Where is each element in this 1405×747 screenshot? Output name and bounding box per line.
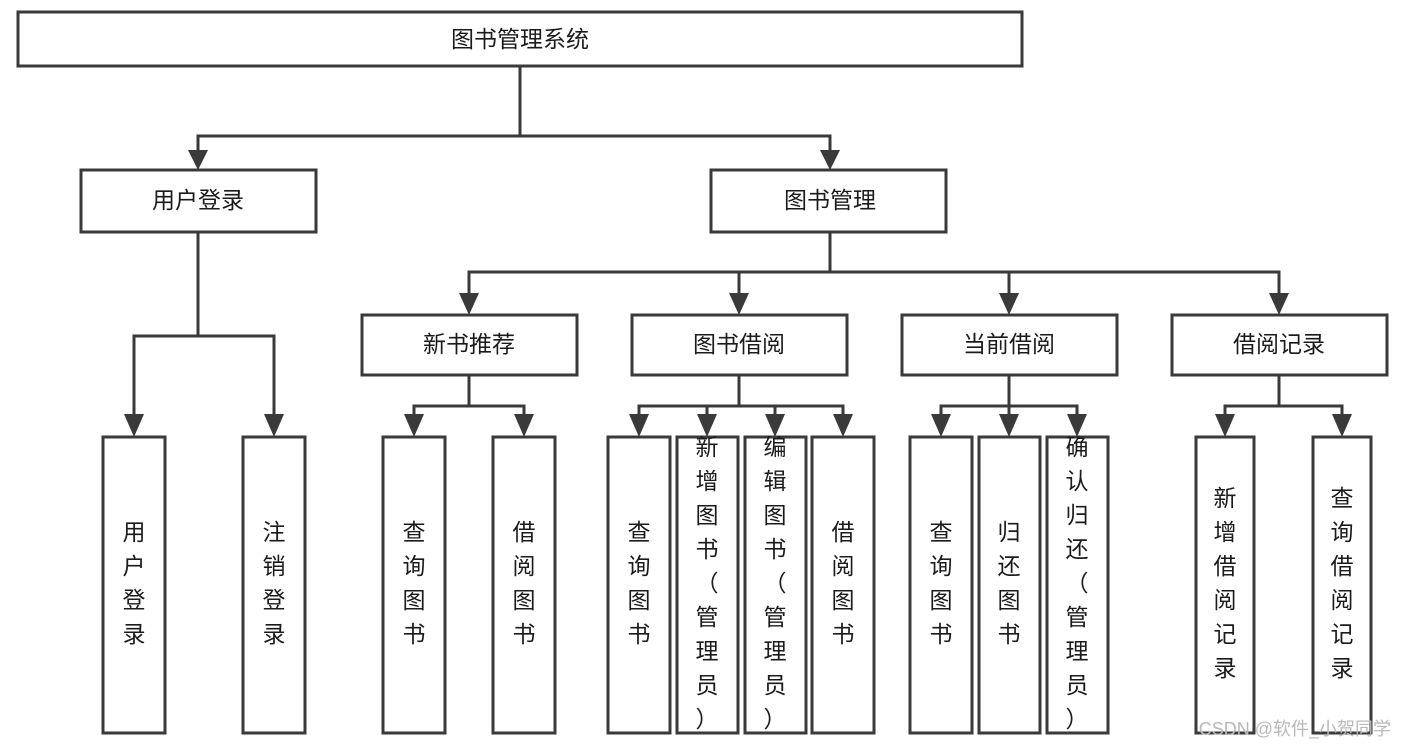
node-borrow-record-label: 借阅记录 bbox=[1233, 331, 1325, 357]
node-leaf-add-book-label: 新增图书（管理员） bbox=[696, 434, 719, 732]
arrow-head-leaf-user-login bbox=[124, 414, 144, 437]
node-book-manage-label: 图书管理 bbox=[784, 187, 876, 213]
node-leaf-query-book-2-label: 查询图书 bbox=[628, 519, 651, 647]
node-current-borrow[interactable]: 当前借阅 bbox=[900, 313, 1119, 377]
arrow-head-new-book-recommend bbox=[459, 293, 479, 315]
node-new-book-recommend-label: 新书推荐 bbox=[423, 331, 515, 357]
node-leaf-user-logout-label: 注销登录 bbox=[263, 519, 286, 647]
node-leaf-user-login-label: 用户登录 bbox=[123, 519, 146, 647]
node-leaf-query-book-2-box[interactable] bbox=[606, 435, 672, 735]
arrow-head-leaf-return-book bbox=[999, 414, 1019, 437]
node-leaf-borrow-book-1-label: 借阅图书 bbox=[513, 519, 536, 647]
node-leaf-edit-book-label: 编辑图书（管理员） bbox=[764, 434, 787, 732]
arrow-head-book-manage bbox=[820, 150, 840, 170]
node-borrow-record[interactable]: 借阅记录 bbox=[1170, 313, 1389, 377]
node-root-label: 图书管理系统 bbox=[451, 26, 589, 52]
arrow-head-leaf-edit-book bbox=[765, 414, 785, 437]
connector-layer bbox=[124, 64, 1352, 437]
node-leaf-add-book-box[interactable] bbox=[675, 435, 740, 735]
node-leaf-query-book-3-box[interactable] bbox=[908, 435, 974, 735]
node-leaf-query-book-1-label: 查询图书 bbox=[403, 519, 426, 647]
node-leaf-return-book[interactable]: 归还图书 bbox=[977, 435, 1042, 735]
arrow-head-leaf-query-record bbox=[1332, 414, 1352, 437]
arrow-head-leaf-borrow-book-1 bbox=[514, 414, 534, 437]
node-leaf-return-book-label: 归还图书 bbox=[998, 519, 1021, 647]
node-user-login-label: 用户登录 bbox=[152, 187, 244, 213]
node-leaf-add-record-box[interactable] bbox=[1194, 435, 1256, 735]
node-leaf-add-record[interactable]: 新增借阅记录 bbox=[1194, 435, 1256, 735]
node-book-borrow[interactable]: 图书借阅 bbox=[630, 313, 849, 377]
node-leaf-edit-book[interactable]: 编辑图书（管理员） bbox=[743, 434, 808, 735]
node-leaf-confirm-return-label: 确认归还（管理员） bbox=[1066, 434, 1089, 732]
node-root-box[interactable] bbox=[16, 10, 1024, 68]
node-new-book-recommend[interactable]: 新书推荐 bbox=[360, 313, 579, 377]
node-leaf-query-book-2[interactable]: 查询图书 bbox=[606, 435, 672, 735]
node-current-borrow-label: 当前借阅 bbox=[963, 331, 1055, 357]
node-leaf-query-book-3[interactable]: 查询图书 bbox=[908, 435, 974, 735]
node-leaf-confirm-return[interactable]: 确认归还（管理员） bbox=[1045, 434, 1110, 735]
node-leaf-user-login[interactable]: 用户登录 bbox=[101, 435, 167, 735]
node-borrow-record-box[interactable] bbox=[1170, 313, 1389, 377]
node-leaf-confirm-return-box[interactable] bbox=[1045, 435, 1110, 735]
node-leaf-borrow-book-1[interactable]: 借阅图书 bbox=[491, 435, 557, 735]
node-leaf-query-record[interactable]: 查询借阅记录 bbox=[1311, 435, 1373, 735]
node-leaf-user-logout[interactable]: 注销登录 bbox=[241, 435, 307, 735]
node-leaf-edit-book-box[interactable] bbox=[743, 435, 808, 735]
arrow-head-user-login bbox=[188, 150, 208, 170]
node-book-manage-box[interactable] bbox=[709, 168, 948, 234]
arrow-head-leaf-user-logout bbox=[264, 414, 284, 437]
node-leaf-borrow-book-2-box[interactable] bbox=[810, 435, 876, 735]
node-book-borrow-label: 图书借阅 bbox=[693, 331, 785, 357]
arrow-head-leaf-query-book-3 bbox=[931, 414, 951, 437]
node-user-login[interactable]: 用户登录 bbox=[79, 168, 318, 234]
node-leaf-query-book-1[interactable]: 查询图书 bbox=[381, 435, 447, 735]
node-leaf-borrow-book-2-label: 借阅图书 bbox=[832, 519, 855, 647]
node-book-manage[interactable]: 图书管理 bbox=[709, 168, 948, 234]
node-leaf-user-login-box[interactable] bbox=[101, 435, 167, 735]
arrow-head-borrow-record bbox=[1269, 293, 1289, 315]
node-leaf-add-book[interactable]: 新增图书（管理员） bbox=[675, 434, 740, 735]
node-leaf-add-record-label: 新增借阅记录 bbox=[1214, 485, 1237, 681]
arrow-head-leaf-confirm-return bbox=[1067, 414, 1087, 437]
node-leaf-query-book-1-box[interactable] bbox=[381, 435, 447, 735]
arrow-head-current-borrow bbox=[999, 293, 1019, 315]
node-root[interactable]: 图书管理系统 bbox=[16, 10, 1024, 68]
arrow-head-leaf-query-book-2 bbox=[629, 414, 649, 437]
node-current-borrow-box[interactable] bbox=[900, 313, 1119, 377]
node-leaf-borrow-book-2[interactable]: 借阅图书 bbox=[810, 435, 876, 735]
node-leaf-query-book-3-label: 查询图书 bbox=[930, 519, 953, 647]
csdn-watermark: CSDN @软件_小贺同学 bbox=[1198, 719, 1391, 739]
node-new-book-recommend-box[interactable] bbox=[360, 313, 579, 377]
arrow-head-leaf-add-record bbox=[1215, 414, 1235, 437]
node-leaf-user-logout-box[interactable] bbox=[241, 435, 307, 735]
arrow-head-leaf-add-book bbox=[697, 414, 717, 437]
arrow-head-leaf-borrow-book-2 bbox=[833, 414, 853, 437]
node-leaf-return-book-box[interactable] bbox=[977, 435, 1042, 735]
node-leaf-query-record-label: 查询借阅记录 bbox=[1331, 485, 1354, 681]
arrow-head-leaf-query-book-1 bbox=[404, 414, 424, 437]
node-book-borrow-box[interactable] bbox=[630, 313, 849, 377]
node-leaf-query-record-box[interactable] bbox=[1311, 435, 1373, 735]
arrow-head-book-borrow bbox=[729, 293, 749, 315]
node-user-login-box[interactable] bbox=[79, 168, 318, 234]
node-leaf-borrow-book-1-box[interactable] bbox=[491, 435, 557, 735]
